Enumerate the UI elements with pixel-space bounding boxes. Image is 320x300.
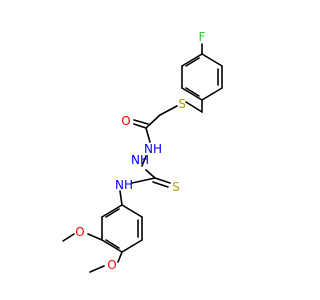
bond-c-o-double [133,123,147,129]
atom-o-methoxy-3: O [75,225,84,239]
bond [185,101,203,113]
atom-o-methoxy-4: O [107,258,116,272]
bond [131,177,156,184]
molecule-canvas: F S O NH NH S NH O O [62,30,223,273]
bond [101,239,123,253]
bond [159,105,178,116]
bond [121,239,143,253]
atom-s-thioether: S [178,97,186,111]
bond [201,53,223,67]
bond-c-s-double [152,181,169,188]
atom-f: F [199,30,206,44]
atom-s-thiocarbonyl: S [172,180,180,194]
bond [145,169,156,179]
bond [181,53,203,67]
atom-o-carbonyl: O [121,114,130,128]
bond [87,233,103,241]
molecule-structure: F S O NH NH S NH O O [62,30,223,273]
bond [119,190,123,206]
bond [201,87,223,101]
bond [62,233,75,242]
bond [117,251,123,263]
aromatic-double-bond [105,239,120,249]
aromatic-double-bond [185,57,200,67]
bond [181,87,203,101]
bond-c-o-double [133,119,149,125]
aromatic-double-bond [105,208,120,218]
bond-n-n [141,155,147,167]
aromatic-double-bond [185,87,200,97]
atom-nh-hydrazide: NH [144,142,162,156]
bond [145,114,161,129]
bond [145,127,151,143]
bond [121,204,143,218]
atom-nh-anilide: NH [115,178,133,192]
atom-nh-hydrazine: NH [131,153,149,167]
bond-c-s-double [154,177,171,184]
bond [101,204,123,218]
fluorophenyl-ring [181,53,223,101]
bond [89,265,105,273]
dimethoxyphenyl-ring [101,204,143,253]
